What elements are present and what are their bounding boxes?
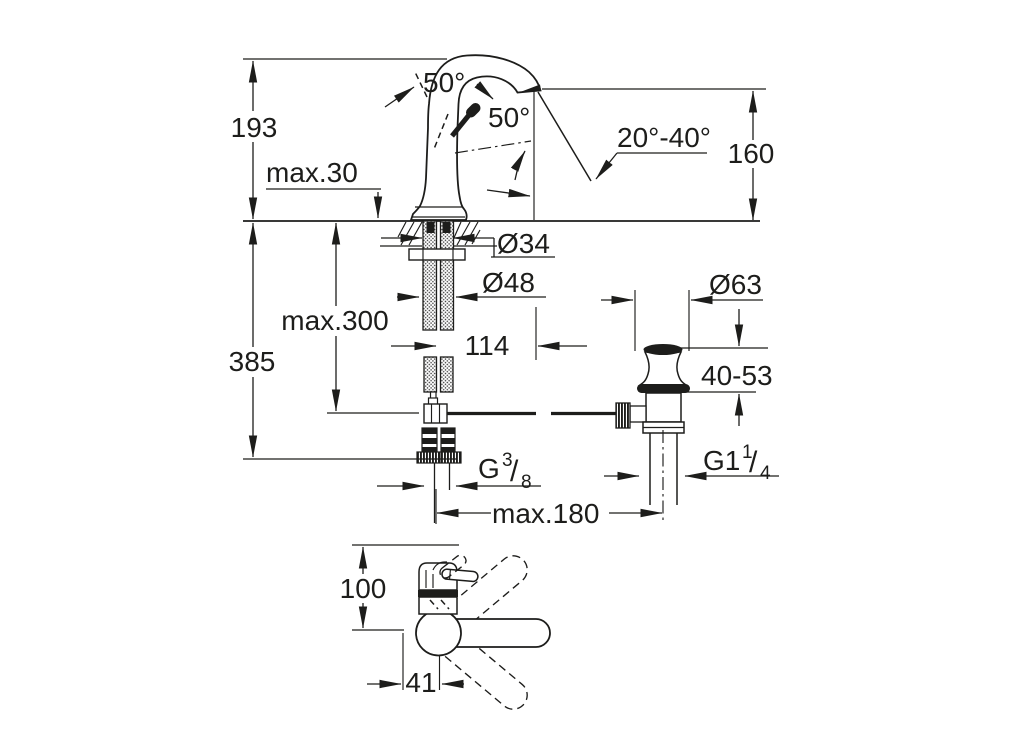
spout-aerator (519, 84, 541, 93)
spout-position-up-dashed (435, 555, 528, 638)
spray-angle-arrow (595, 152, 618, 180)
label-waste-thread: G1 1 / 4 (703, 442, 771, 484)
label-center-offset: 41 (405, 667, 436, 698)
plan-lever-pin-alt-dashed (439, 554, 467, 579)
deck-hatching (380, 221, 497, 247)
supply-thread-slash: / (510, 455, 519, 488)
label-body-depth: 100 (340, 573, 387, 604)
mounting-shank (408, 220, 466, 393)
label-rod-span: max.180 (492, 498, 599, 529)
label-hole-dia: Ø34 (497, 228, 550, 259)
waste-rod-stem (629, 405, 647, 423)
plan-spout (437, 618, 551, 648)
pop-up-waste-assembly: Ø63 40-53 G1 1 / 4 (601, 269, 779, 524)
lever-handle (414, 71, 481, 150)
label-supply-thread: G 3 / 8 (478, 450, 532, 493)
plan-lever-pin (441, 568, 479, 583)
waste-knurled-knob (615, 402, 631, 429)
label-handle-swivel: 50° (423, 67, 465, 98)
label-max-deck: max.30 (266, 157, 358, 188)
handle-lift-arrow (486, 188, 531, 198)
label-spout-height: 160 (728, 138, 775, 169)
plan-body-circle (415, 609, 462, 657)
label-handle-lift: 50° (488, 102, 530, 133)
label-base-dia: Ø48 (482, 267, 535, 298)
supply-thread-sub: 8 (521, 472, 532, 493)
lever-alt-position-dashed (414, 71, 428, 98)
spout-position-down-dashed (435, 627, 528, 710)
stream-angled-line (537, 91, 592, 182)
waste-thread-sup: 1 (742, 442, 753, 463)
label-clamp-range: 40-53 (701, 360, 773, 391)
handle-lift-arc (510, 150, 526, 181)
waste-thread-slash: / (749, 446, 758, 479)
handle-swivel-arrow-left (384, 86, 415, 108)
supply-thread-base: G (478, 453, 500, 484)
label-flange-dia: Ø63 (709, 269, 762, 300)
label-spray-angle: 20°-40° (617, 122, 711, 153)
pop-up-rod-assembly (423, 391, 619, 424)
label-projection: 114 (465, 330, 510, 361)
waste-plug-cap (643, 344, 683, 355)
waste-thread-sub: 4 (760, 463, 771, 484)
plan-view: 100 41 (336, 544, 551, 710)
waste-gasket (637, 384, 690, 393)
label-total-below: 385 (229, 346, 276, 377)
waste-thread-base: G1 (703, 445, 740, 476)
lever-axis-centerline (454, 140, 532, 154)
front-view: 50° 50° 20°-40° 160 193 max.30 (226, 54, 776, 529)
label-max-below: max.300 (281, 305, 388, 336)
supply-thread-sup: 3 (502, 450, 513, 471)
label-total-height: 193 (231, 112, 278, 143)
waste-body (645, 392, 682, 423)
faucet-body-outline (409, 54, 542, 221)
waste-neck (637, 351, 689, 386)
supply-hose-connectors (416, 427, 462, 523)
handle-swivel-arrow-right (474, 81, 494, 100)
